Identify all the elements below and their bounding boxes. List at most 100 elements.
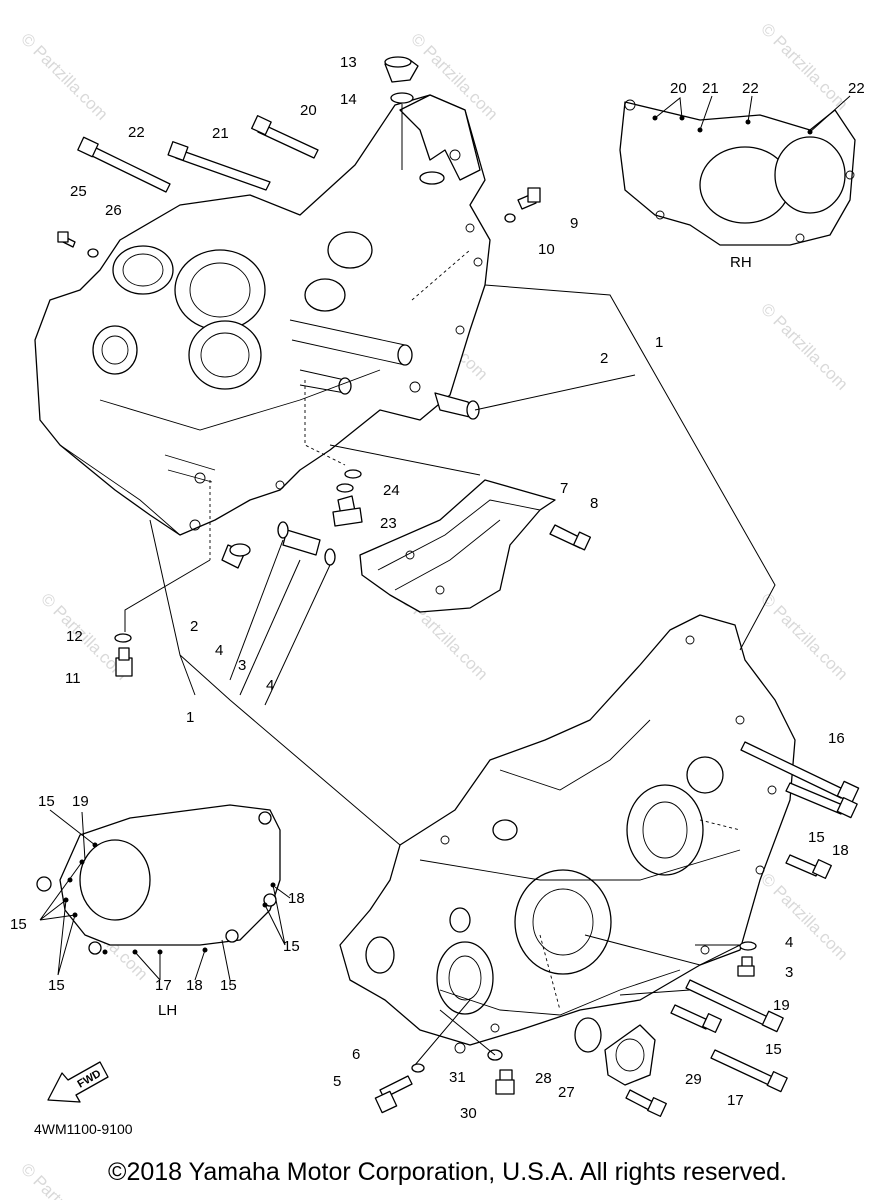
callout-27: 27 [558, 1084, 575, 1101]
bolt-15-head [702, 1013, 722, 1033]
fwd-arrow-icon: FWD [47, 1061, 109, 1103]
callout-23: 23 [380, 515, 397, 532]
bolt-9-head [527, 187, 541, 203]
callout-30: 30 [460, 1105, 477, 1122]
long-bolts-upper [57, 56, 541, 258]
callout-21: 21 [212, 125, 229, 142]
bolt-15-shank [670, 1004, 711, 1030]
bolt-21-head [167, 141, 189, 161]
crankcase-cover-7 [359, 479, 592, 613]
lh-callout-17: 17 [155, 977, 172, 994]
callout-10: 10 [538, 241, 555, 258]
callout-1: 1 [655, 334, 663, 351]
callout-3: 3 [238, 657, 246, 674]
dowel-pins [221, 392, 480, 569]
callout-13: 13 [340, 54, 357, 71]
washer-24 [344, 469, 362, 479]
lh-callout-19: 19 [72, 793, 89, 810]
collar-3 [282, 529, 321, 556]
bolt-15-shank [785, 854, 821, 877]
callout-15b: 15 [765, 1041, 782, 1058]
callout-29: 29 [685, 1071, 702, 1088]
callout-16: 16 [828, 730, 845, 747]
rh-callout-22b: 22 [848, 80, 865, 97]
reference-code: 4WM1100-9100 [34, 1121, 133, 1137]
callout-7: 7 [560, 480, 568, 497]
bolt-20-head [251, 115, 272, 136]
bolt-5-head [374, 1090, 398, 1114]
washer-4 [739, 941, 757, 951]
long-bolts-lower [670, 741, 860, 1093]
bolt-29-head [647, 1097, 667, 1117]
cover-27 [604, 1024, 656, 1086]
callout-4c: 4 [785, 934, 793, 951]
callout-14: 14 [340, 91, 357, 108]
rh-callout-20: 20 [670, 80, 687, 97]
rh-callout-21: 21 [702, 80, 719, 97]
lh-callout-15c: 15 [283, 938, 300, 955]
watermark-text: © Partzilla.com [757, 869, 851, 963]
bolt-8-head [572, 531, 592, 551]
callout-19: 19 [773, 997, 790, 1014]
callout-17: 17 [727, 1092, 744, 1109]
lh-inset-cover [36, 804, 291, 981]
callout-6: 6 [352, 1046, 360, 1063]
bolt-21-shank [175, 149, 271, 191]
lh-callout-15b: 15 [10, 916, 27, 933]
callout-2b: 2 [190, 618, 198, 635]
assembly-lines [124, 284, 776, 1066]
bolt-15-head [812, 859, 832, 879]
dowel-pin-end [229, 543, 251, 557]
rh-label: RH [730, 254, 752, 271]
callout-3b: 3 [785, 964, 793, 981]
bolt-19-head [761, 1010, 784, 1033]
drain-bolt-23 [332, 469, 363, 527]
rh-inset-cover [619, 95, 856, 246]
washer-10 [504, 213, 516, 223]
callout-labels: 13 14 20 21 22 25 26 9 10 1 2 24 23 7 8 … [10, 54, 865, 1122]
bolt-17-head [766, 1071, 788, 1093]
callout-31: 31 [449, 1069, 466, 1086]
washer-6 [411, 1063, 425, 1073]
o-ring-4 [324, 548, 336, 566]
watermark-text: © Partzilla.com [757, 19, 851, 113]
lh-callout-15: 15 [38, 793, 55, 810]
watermark-text: © Partzilla.com [757, 299, 851, 393]
washer-12 [114, 633, 132, 643]
rh-callout-22: 22 [742, 80, 759, 97]
watermark-text: © Partzilla.com [757, 589, 851, 683]
callout-4b: 4 [266, 677, 274, 694]
lower-small-parts [374, 1017, 667, 1117]
bolt-30-head [495, 1079, 515, 1095]
dowel-pin-end [466, 400, 480, 420]
bolt-18-head [836, 797, 858, 819]
lower-crankcase-right-half [339, 614, 796, 1054]
callout-8: 8 [590, 495, 598, 512]
callout-22: 22 [128, 124, 145, 141]
callout-24: 24 [383, 482, 400, 499]
callout-5: 5 [333, 1073, 341, 1090]
callout-18: 18 [832, 842, 849, 859]
upper-crankcase-left-half [34, 94, 491, 560]
bolt-23-head [332, 507, 363, 527]
lh-callout-18: 18 [288, 890, 305, 907]
callout-1b: 1 [186, 709, 194, 726]
copyright-notice: ©2018 Yamaha Motor Corporation, U.S.A. A… [108, 1158, 787, 1186]
callout-25: 25 [70, 183, 87, 200]
callout-26: 26 [105, 202, 122, 219]
bolt-25-head [57, 231, 69, 243]
bolt-22-shank [87, 145, 171, 193]
lh-callout-15d: 15 [48, 977, 65, 994]
bolt-3-head [737, 965, 755, 977]
callout-15: 15 [808, 829, 825, 846]
callout-4: 4 [215, 642, 223, 659]
washer-26 [87, 248, 99, 258]
cover-27-boss [615, 1038, 645, 1072]
callout-2: 2 [600, 350, 608, 367]
o-ring-28 [574, 1017, 602, 1053]
bolt-22-head [77, 136, 99, 158]
callout-9: 9 [570, 215, 578, 232]
watermark-text: © Partzilla.com [17, 29, 111, 123]
bolt-18-shank [785, 782, 846, 815]
